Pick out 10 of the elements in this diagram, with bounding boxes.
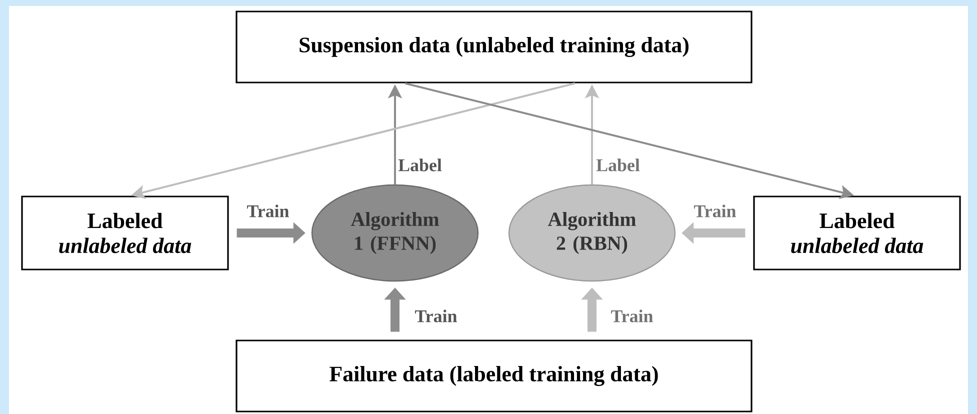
edge-label: Train [414, 308, 458, 324]
edge-label: Label [397, 158, 443, 172]
edge-label: Label [595, 158, 641, 172]
edge-label: Train [246, 204, 290, 218]
data-box: Suspension data (unlabeled training data) [236, 10, 752, 84]
data-box: Labeled unlabeled data [753, 196, 961, 270]
data-box: Failure data (labeled training data) [236, 340, 752, 412]
edge-label: Train [692, 204, 738, 218]
edge-label: Train [610, 308, 654, 324]
data-box: Labeled unlabeled data [21, 196, 229, 270]
